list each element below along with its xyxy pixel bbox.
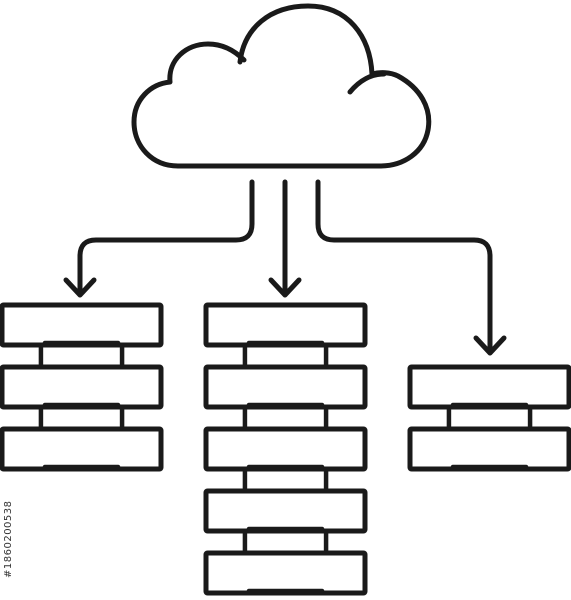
server-stack-left	[0, 302, 164, 472]
server-unit	[203, 426, 368, 472]
server-unit	[407, 426, 571, 472]
server-unit	[407, 364, 571, 410]
server-unit	[0, 302, 164, 348]
server-stack-center	[203, 302, 368, 596]
server-unit	[0, 426, 164, 472]
server-link	[38, 404, 125, 432]
server-unit	[203, 488, 368, 534]
server-unit	[0, 364, 164, 410]
server-unit	[203, 364, 368, 410]
server-link	[242, 466, 329, 494]
left-connector	[63, 179, 255, 298]
server-link	[38, 342, 125, 370]
server-unit	[203, 302, 368, 348]
server-link	[242, 404, 329, 432]
server-link	[242, 528, 329, 556]
server-link	[446, 404, 533, 432]
cloud-icon	[131, 3, 432, 169]
stock-id-watermark: #1860200538	[3, 500, 14, 578]
server-unit	[203, 550, 368, 596]
server-link	[242, 342, 329, 370]
center-connector	[268, 179, 302, 298]
right-connector	[315, 179, 507, 356]
server-stack-right	[407, 364, 571, 472]
